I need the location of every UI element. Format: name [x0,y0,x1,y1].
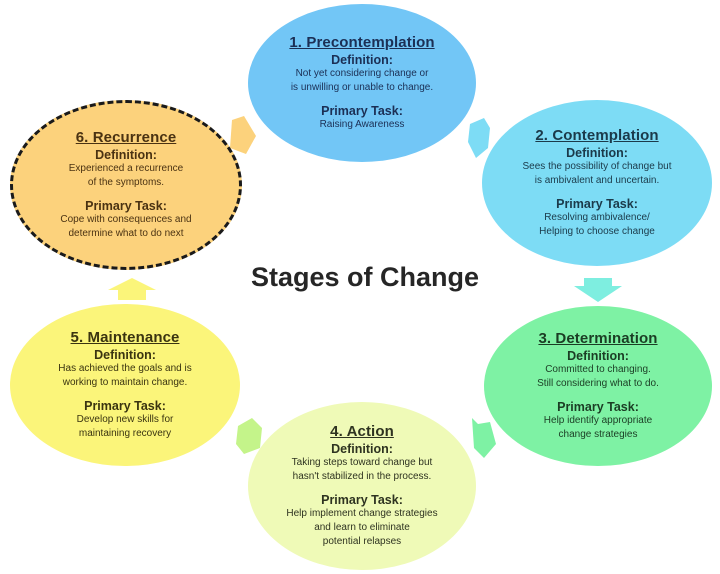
definition-line: is unwilling or unable to change. [290,82,434,93]
task-line: Cope with consequences and [60,214,192,225]
stage-maintenance: 5. Maintenance Definition: Has achieved … [10,304,240,466]
stage-title: 3. Determination [538,330,658,347]
task-label: Primary Task: [557,400,639,414]
stage-title: 2. Contemplation [535,127,659,144]
definition-line: working to maintain change. [62,377,188,388]
definition-label: Definition: [94,348,156,362]
arrow-determination-to-action-icon [472,418,496,458]
definition-line: Not yet considering change or [295,68,429,79]
task-line: and learn to eliminate [314,522,410,533]
task-line: determine what to do next [68,228,184,239]
definition-label: Definition: [331,53,393,67]
definition-line: hasn't stabilized in the process. [292,471,432,482]
definition-line: Has achieved the goals and is [58,363,192,374]
task-line: Helping to choose change [539,226,655,237]
arrow-contemplation-to-determination-icon [574,278,622,302]
definition-line: Taking steps toward change but [291,457,433,468]
task-line: Raising Awareness [319,119,405,130]
task-line: Develop new skills for [76,414,174,425]
definition-line: Experienced a recurrence [68,163,184,174]
definition-line: Still considering what to do. [537,378,659,389]
arrow-precontemplation-to-contemplation-icon [468,118,490,158]
stage-title: 1. Precontemplation [289,34,435,51]
stage-recurrence: 6. Recurrence Definition: Experienced a … [10,100,242,270]
definition-line: is ambivalent and uncertain. [534,175,660,186]
stage-title: 5. Maintenance [70,329,180,346]
stage-title: 6. Recurrence [75,129,177,146]
arrow-maintenance-to-recurrence-icon [108,278,156,300]
task-line: Help implement change strategies [286,508,438,519]
definition-label: Definition: [567,349,629,363]
stage-action: 4. Action Definition: Taking steps towar… [248,402,476,570]
arrow-action-to-maintenance-icon [236,418,262,454]
definition-label: Definition: [95,148,157,162]
task-line: change strategies [558,429,638,440]
arrow-recurrence-to-precontemplation-icon [230,116,256,154]
task-line: Help identify appropriate [543,415,653,426]
stage-precontemplation: 1. Precontemplation Definition: Not yet … [248,4,476,162]
task-label: Primary Task: [321,493,403,507]
task-line: potential relapses [322,536,402,547]
definition-label: Definition: [566,146,628,160]
task-label: Primary Task: [85,199,167,213]
task-label: Primary Task: [321,104,403,118]
definition-line: Sees the possibility of change but [522,161,672,172]
task-label: Primary Task: [556,197,638,211]
stage-contemplation: 2. Contemplation Definition: Sees the po… [482,100,712,266]
stage-title: 4. Action [330,423,394,440]
definition-label: Definition: [331,442,393,456]
task-line: maintaining recovery [78,428,172,439]
definition-line: Committed to changing. [545,364,651,375]
task-line: Resolving ambivalence/ [544,212,650,223]
task-label: Primary Task: [84,399,166,413]
diagram-title: Stages of Change [250,262,480,292]
stage-determination: 3. Determination Definition: Committed t… [484,306,712,466]
definition-line: of the symptoms. [87,177,165,188]
